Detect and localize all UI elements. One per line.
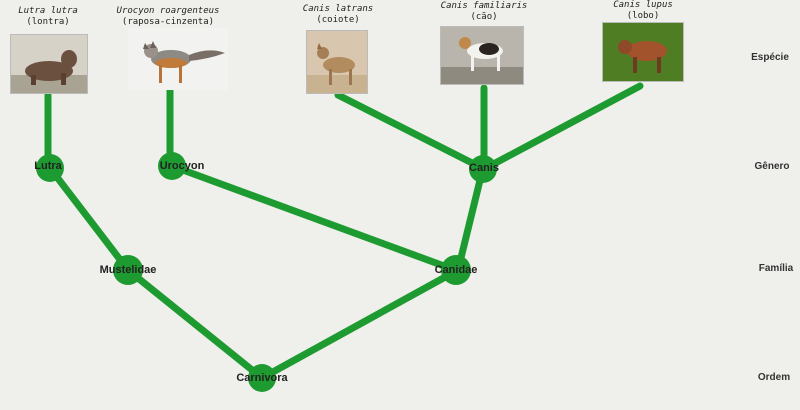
- node-mustelidae: [113, 255, 143, 285]
- wolf-photo: [602, 22, 684, 82]
- node-label-carnivora: Carnivora: [236, 372, 288, 384]
- branches: [44, 82, 644, 382]
- species-name-dog: Canis familiaris (cão): [441, 1, 528, 23]
- wolf-icon: [603, 23, 683, 81]
- otter-icon: [11, 50, 87, 93]
- node-canis: [469, 155, 497, 183]
- otter-photo: [10, 34, 88, 94]
- rank-label-genus: Gênero: [754, 161, 790, 172]
- rank-label-species: Espécie: [751, 52, 789, 63]
- species-latin-dog: Canis familiaris: [440, 1, 528, 11]
- nodes: [36, 152, 497, 392]
- species-latin-wolf: Canis lupus: [613, 0, 673, 10]
- species-name-otter: Lutra lutra (lontra): [18, 6, 78, 28]
- coyote-icon: [307, 43, 367, 93]
- branch-canis-canidae: [454, 164, 487, 274]
- rank-label-order: Ordem: [757, 372, 791, 383]
- species-name-coyote: Canis latrans (coiote): [303, 4, 373, 26]
- branch-canidae-carnivora: [258, 266, 462, 382]
- species-common-wolf: (lobo): [626, 11, 660, 21]
- dog-icon: [441, 37, 523, 84]
- node-canidae: [441, 255, 471, 285]
- branch-mustelidae-carnivora: [124, 266, 266, 382]
- rank-label-family: Família: [758, 263, 794, 274]
- node-label-canidae: Canidae: [434, 264, 478, 276]
- branch-coyote-canis: [334, 91, 486, 172]
- species-common-coyote: (coiote): [316, 15, 360, 25]
- dog-photo: [440, 26, 524, 85]
- species-latin-gray-fox: Urocyon roargenteus: [116, 6, 220, 16]
- node-label-canis: Canis: [469, 162, 499, 174]
- branch-urocyon-canidae: [168, 162, 459, 274]
- node-label-urocyon: Urocyon: [159, 160, 205, 172]
- node-lutra: [36, 154, 64, 182]
- node-label-mustelidae: Mustelidae: [99, 264, 157, 276]
- species-name-gray-fox: Urocyon roargenteus (raposa-cinzenta): [117, 6, 220, 28]
- gray-fox-photo: [128, 28, 228, 90]
- node-urocyon: [158, 152, 186, 180]
- branch-wolf-canis: [482, 82, 644, 172]
- species-name-wolf: Canis lupus (lobo): [613, 0, 673, 22]
- node-carnivora: [248, 364, 276, 392]
- node-label-lutra: Lutra: [34, 160, 62, 172]
- species-latin-otter: Lutra lutra: [18, 6, 78, 16]
- species-latin-coyote: Canis latrans: [302, 4, 374, 14]
- gray-fox-icon: [143, 41, 225, 83]
- species-common-otter: (lontra): [26, 17, 70, 27]
- species-common-gray-fox: (raposa-cinzenta): [121, 17, 215, 27]
- coyote-photo: [306, 30, 368, 94]
- branch-lutra-mustelidae: [46, 164, 132, 274]
- species-common-dog: (cão): [470, 12, 498, 22]
